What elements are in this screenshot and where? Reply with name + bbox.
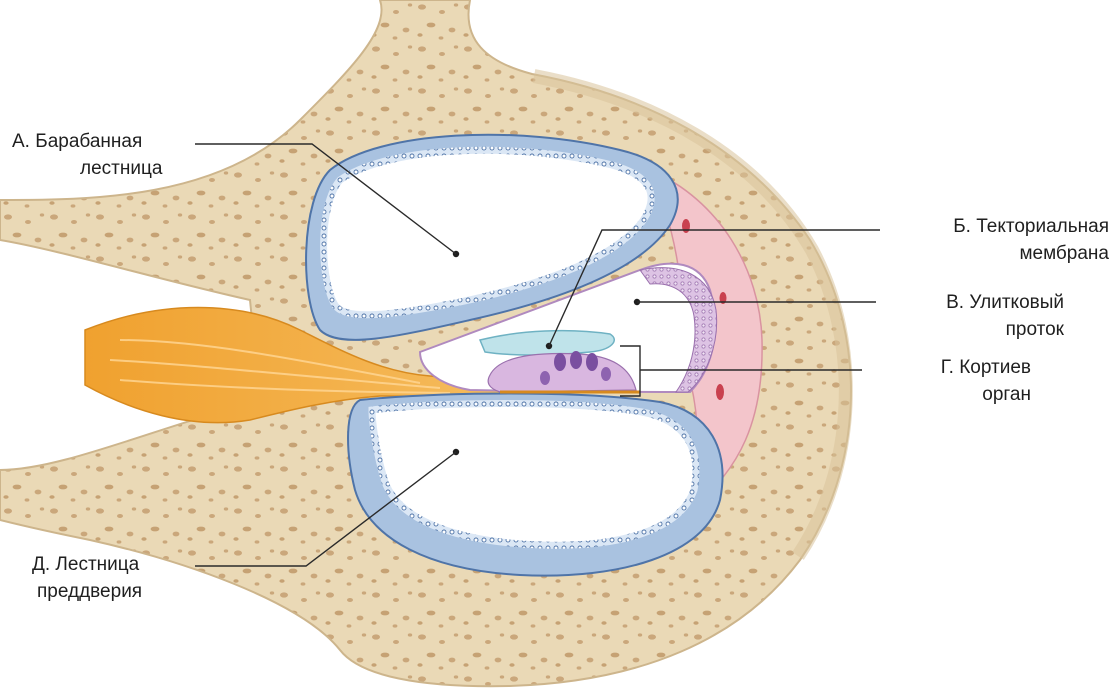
label-cochlear-duct: В. Улитковый проток [946,289,1064,343]
label-v-line1: В. Улитковый [946,289,1064,316]
label-v-line2: проток [946,316,1064,343]
label-b-line1: Б. Текториальная [953,213,1109,240]
label-b-line2: мембрана [953,240,1109,267]
label-g-line2: орган [941,381,1031,408]
label-scala-vestibuli: Д. Лестница преддверия [32,551,142,605]
label-scala-tympani: А. Барабанная лестница [12,128,162,182]
label-tectorial-membrane: Б. Текториальная мембрана [953,213,1109,267]
label-d-line1: Д. Лестница [32,551,142,578]
label-organ-of-corti: Г. Кортиев орган [941,354,1031,408]
label-a-line1: А. Барабанная [12,128,162,155]
label-g-line1: Г. Кортиев [941,354,1031,381]
label-d-line2: преддверия [32,578,142,605]
label-a-line2: лестница [12,155,162,182]
